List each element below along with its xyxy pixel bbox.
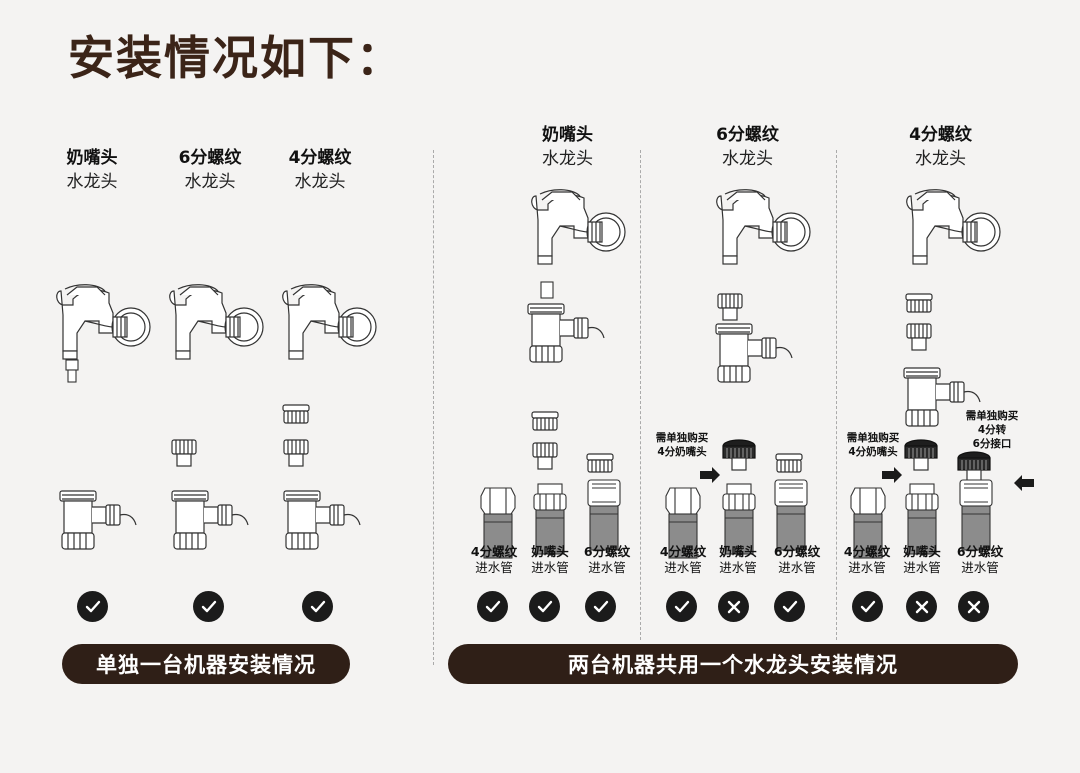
tee-connector-icon — [715, 323, 793, 383]
cross-icon — [718, 591, 749, 622]
adapter-4to6-black-icon — [957, 451, 991, 483]
hose-6-thread-icon — [587, 479, 621, 551]
single-install-banner: 单独一台机器安装情况 — [62, 644, 350, 684]
single-faucet-label-2: 6分螺纹水龙头 — [178, 148, 242, 192]
hose-label: 奶嘴头进水管 — [903, 544, 941, 575]
hose-6-thread-icon — [774, 479, 808, 551]
faucet-4-thread-icon — [282, 284, 377, 360]
adapter-nut-icon — [586, 453, 614, 473]
dual-group-label-1: 奶嘴头水龙头 — [542, 125, 593, 169]
check-icon — [77, 591, 108, 622]
tee-connector-icon — [171, 490, 249, 550]
section-divider — [433, 150, 434, 665]
hose-label: 奶嘴头进水管 — [719, 544, 757, 575]
check-icon — [585, 591, 616, 622]
faucet-4-thread-icon — [906, 189, 1001, 265]
hose-label: 6分螺纹进水管 — [583, 544, 631, 575]
arrow-right-icon — [882, 467, 902, 483]
single-faucet-label-3: 4分螺纹水龙头 — [288, 148, 352, 192]
check-icon — [302, 591, 333, 622]
hose-label: 奶嘴头进水管 — [531, 544, 569, 575]
faucet-nipple-icon — [531, 189, 626, 265]
hose-label: 4分螺纹进水管 — [470, 544, 518, 575]
adapter-nipple-icon — [906, 323, 932, 351]
adapter-nipple-black-icon — [904, 439, 938, 471]
group-divider-2 — [836, 150, 837, 640]
tee-connector-icon — [59, 490, 137, 550]
faucet-6-thread-icon — [169, 284, 264, 360]
hose-label: 6分螺纹进水管 — [956, 544, 1004, 575]
tee-connector-icon — [527, 303, 605, 363]
adapter-nipple-icon — [171, 439, 197, 467]
dual-install-banner: 两台机器共用一个水龙头安装情况 — [448, 644, 1018, 684]
check-icon — [193, 591, 224, 622]
check-icon — [852, 591, 883, 622]
dual-group-label-2: 6分螺纹水龙头 — [716, 125, 779, 169]
arrow-right-icon — [700, 467, 720, 483]
adapter-nut-icon — [905, 293, 933, 313]
adapter-nipple-icon — [283, 439, 309, 467]
hose-6-thread-icon — [959, 479, 993, 551]
faucet-nipple-icon — [56, 284, 151, 360]
tee-connector-icon — [283, 490, 361, 550]
cross-icon — [958, 591, 989, 622]
faucet-6-thread-icon — [716, 189, 811, 265]
check-icon — [477, 591, 508, 622]
hose-label: 4分螺纹进水管 — [659, 544, 707, 575]
hose-label: 4分螺纹进水管 — [843, 544, 891, 575]
cross-icon — [906, 591, 937, 622]
dual-group-label-3: 4分螺纹水龙头 — [909, 125, 972, 169]
adapter-nipple-icon — [532, 442, 558, 470]
page-title: 安装情况如下： — [68, 31, 404, 85]
check-icon — [529, 591, 560, 622]
adapter-nut-icon — [775, 453, 803, 473]
adapter-nut-icon — [282, 404, 310, 424]
arrow-left-icon — [1014, 475, 1034, 491]
adapter-nut-icon — [531, 411, 559, 431]
adapter-nipple-black-icon — [722, 439, 756, 471]
hose-label: 6分螺纹进水管 — [773, 544, 821, 575]
adapter-nipple-icon — [717, 293, 743, 321]
check-icon — [774, 591, 805, 622]
group-divider-1 — [640, 150, 641, 640]
single-faucet-label-1: 奶嘴头水龙头 — [66, 148, 118, 192]
check-icon — [666, 591, 697, 622]
